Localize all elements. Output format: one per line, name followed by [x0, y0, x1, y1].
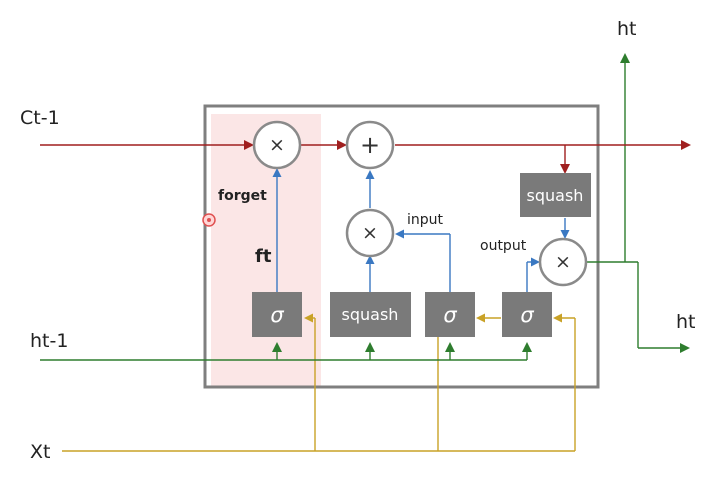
input-sigma-symbol: σ: [443, 303, 457, 327]
label-h-t-top: ht: [617, 18, 637, 40]
output-squash-gate: squash: [520, 173, 591, 217]
label-h-t-right: ht: [676, 311, 696, 333]
lstm-cell-frame: [203, 104, 600, 389]
output-sigma-gate: σ: [502, 292, 552, 337]
internal-lines: [272, 168, 570, 292]
label-h-prev: ht-1: [30, 330, 68, 352]
forget-sigma-symbol: σ: [270, 303, 284, 327]
label-output: output: [480, 238, 527, 254]
add-node: +: [345, 120, 395, 170]
cell-state-lines: [40, 140, 691, 174]
output-multiply-symbol: ×: [555, 251, 571, 273]
label-c-prev: Ct-1: [20, 107, 60, 129]
add-symbol: +: [360, 131, 380, 159]
input-multiply-symbol: ×: [362, 222, 378, 244]
output-sigma-symbol: σ: [520, 303, 534, 327]
label-f-t: ft: [255, 246, 272, 267]
output-squash-label: squash: [527, 186, 584, 205]
h-prev-lines: [40, 342, 532, 361]
label-x-t: Xt: [30, 441, 50, 463]
h-output-lines: [586, 53, 690, 353]
label-input: input: [407, 212, 444, 228]
forget-multiply-symbol: ×: [269, 134, 285, 156]
forget-sigma-gate: σ: [252, 292, 302, 337]
input-sigma-gate: σ: [425, 292, 475, 337]
output-multiply-node: ×: [538, 237, 588, 287]
input-squash-label: squash: [342, 305, 399, 324]
forget-multiply-node: ×: [252, 120, 302, 170]
input-squash-gate: squash: [330, 292, 411, 337]
label-forget: forget: [218, 188, 267, 204]
cursor-indicator: [202, 213, 216, 227]
input-multiply-node: ×: [345, 208, 395, 258]
